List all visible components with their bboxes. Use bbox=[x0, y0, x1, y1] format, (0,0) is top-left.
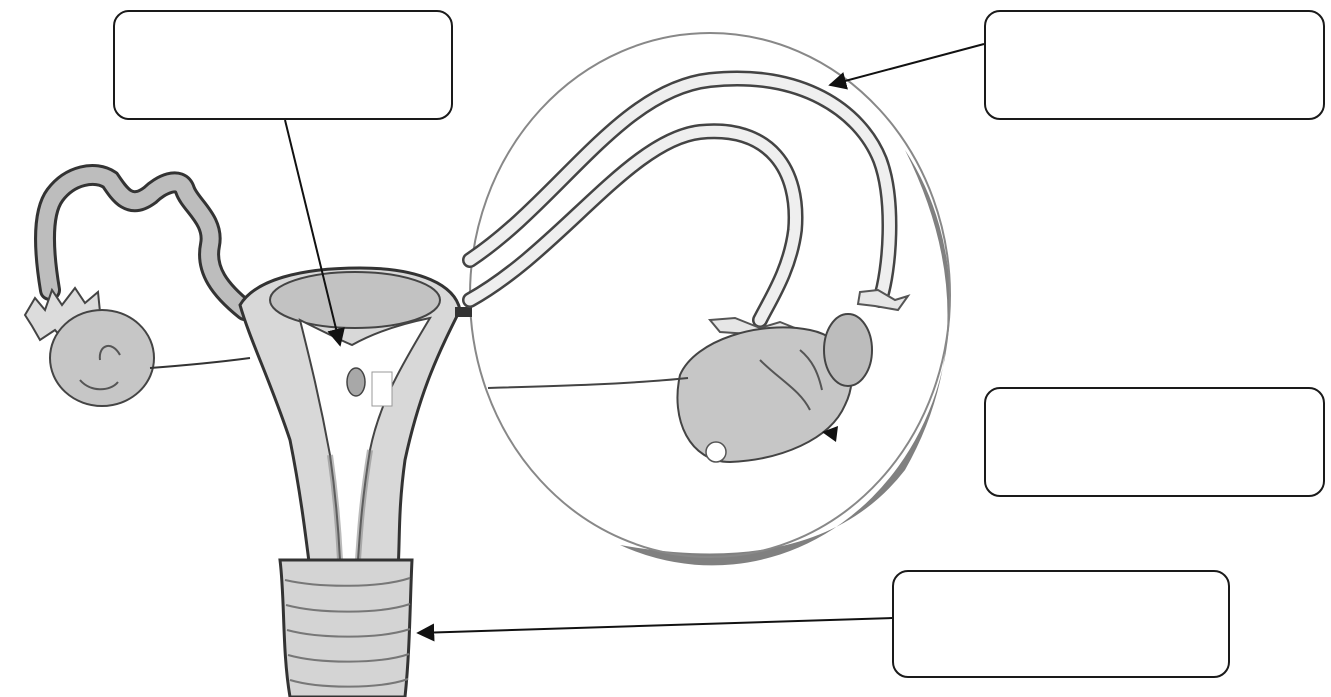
label-box-bottom-right[interactable] bbox=[892, 570, 1230, 678]
left-ovary bbox=[50, 310, 154, 406]
vagina bbox=[280, 560, 412, 697]
label-box-top-right[interactable] bbox=[984, 10, 1325, 120]
uterus bbox=[240, 268, 460, 570]
enlarged-ovarian-ligament bbox=[488, 378, 688, 388]
label-box-mid-right[interactable] bbox=[984, 387, 1325, 497]
arrow-to-vagina bbox=[418, 618, 892, 633]
left-ovarian-ligament bbox=[150, 358, 250, 368]
label-box-top-left[interactable] bbox=[113, 10, 453, 120]
enlarged-ovary bbox=[677, 314, 872, 462]
arrow-to-fallopian-tube bbox=[830, 44, 984, 85]
enlarged-fallopian-tube bbox=[470, 78, 908, 336]
